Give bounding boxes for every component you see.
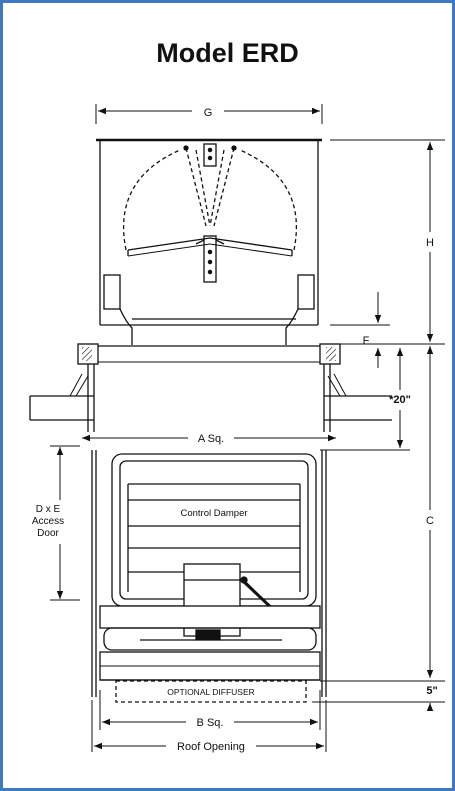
roof-curb bbox=[29, 343, 392, 697]
label-20-inch: *20" bbox=[389, 394, 411, 406]
label-h: H bbox=[426, 237, 434, 249]
label-b-sq: B Sq. bbox=[197, 717, 224, 729]
label-5-inch: 5" bbox=[426, 685, 437, 697]
label-f: F bbox=[363, 335, 370, 347]
dimension-lines bbox=[50, 104, 445, 752]
label-optional-diffuser: OPTIONAL DIFFUSER bbox=[167, 687, 255, 697]
label-access: Access bbox=[32, 516, 64, 527]
hood-assembly bbox=[96, 138, 322, 345]
diagram-title: Model ERD bbox=[156, 38, 299, 68]
optional-diffuser-outline bbox=[115, 680, 307, 703]
label-g: G bbox=[204, 107, 213, 119]
label-a-sq: A Sq. bbox=[198, 433, 224, 445]
label-control-damper: Control Damper bbox=[180, 508, 247, 519]
label-c: C bbox=[426, 515, 434, 527]
label-roof-opening: Roof Opening bbox=[177, 741, 245, 753]
label-dxe: D x E bbox=[36, 504, 61, 515]
control-damper-unit bbox=[99, 453, 321, 681]
label-door: Door bbox=[37, 528, 59, 539]
